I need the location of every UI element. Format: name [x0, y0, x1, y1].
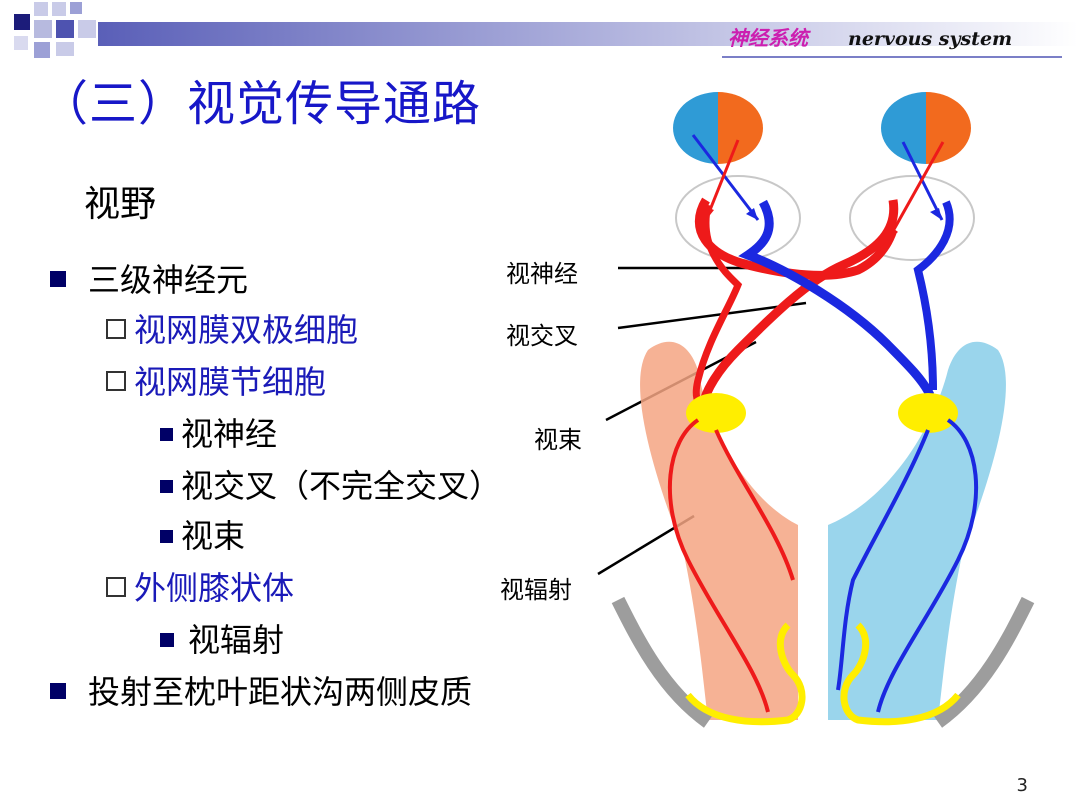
left-field-blue: [673, 92, 718, 164]
red-radiation-inner: [714, 429, 795, 581]
red-nerve-left: [694, 197, 898, 280]
label-optic-tract: 视束: [534, 426, 582, 454]
bullet-square-icon: [50, 271, 66, 287]
right-lateral-geniculate: [898, 393, 958, 433]
bullet-square-icon: [50, 683, 66, 699]
hollow-square-icon: [106, 371, 126, 391]
right-field-orange: [926, 92, 971, 164]
bullet-square-icon: [160, 530, 173, 543]
right-eyeball: [849, 175, 975, 261]
ray-left-blue: [691, 134, 760, 221]
course-name-cn: 神经系统: [728, 26, 808, 50]
left-radiation-region: [640, 341, 798, 720]
ray-right-red: [886, 141, 945, 241]
right-occipital-arc: [933, 596, 1035, 728]
blue-radiation-inner: [836, 429, 930, 691]
visual-pathway-diagram: [611, 92, 1035, 728]
outline-item-9: 投射至枕叶距状沟两侧皮质: [50, 676, 472, 708]
left-field-orange: [718, 92, 763, 164]
left-occipital-arc: [611, 596, 713, 728]
red-tract-crossing: [698, 199, 899, 407]
label-optic-nerve: 视神经: [506, 260, 578, 288]
left-eyeball: [675, 175, 801, 261]
blue-nerve-right: [913, 200, 954, 391]
label-optic-radiation: 视辐射: [500, 576, 572, 604]
outline-item-4: 视神经: [160, 418, 277, 450]
bullet-square-icon: [160, 633, 174, 647]
outline-item-8: 视辐射: [160, 624, 284, 656]
slide-subtitle: 视野: [84, 184, 157, 225]
blue-crossing: [738, 199, 935, 398]
blue-radiation-outer: [876, 418, 979, 713]
outline-item-2: 视网膜双极细胞: [106, 314, 358, 346]
outline-item-3: 视网膜节细胞: [106, 366, 326, 398]
header-underline: [722, 56, 1062, 58]
page-number: 3: [1016, 775, 1028, 796]
course-header: 神经系统 nervous system: [728, 22, 1012, 51]
label-optic-chiasm: 视交叉: [506, 322, 578, 350]
outline-item-1: 三级神经元: [50, 264, 248, 296]
outline-item-6: 视束: [160, 520, 245, 552]
left-calcarine-cortex: [685, 622, 806, 726]
outline-item-7: 外侧膝状体: [106, 572, 294, 604]
left-lateral-geniculate: [686, 393, 746, 433]
outline-item-5: 视交叉（不完全交叉）: [160, 470, 501, 502]
red-radiation-outer: [667, 418, 770, 713]
right-calcarine-cortex: [840, 622, 961, 726]
right-field-blue: [881, 92, 926, 164]
bullet-square-icon: [160, 480, 173, 493]
hollow-square-icon: [106, 577, 126, 597]
slide-title: （三）视觉传导通路: [40, 76, 482, 132]
header-decoration: [14, 2, 1078, 58]
hollow-square-icon: [106, 319, 126, 339]
course-name-en: nervous system: [848, 28, 1013, 50]
bullet-square-icon: [160, 428, 173, 441]
ray-left-red: [704, 139, 740, 221]
